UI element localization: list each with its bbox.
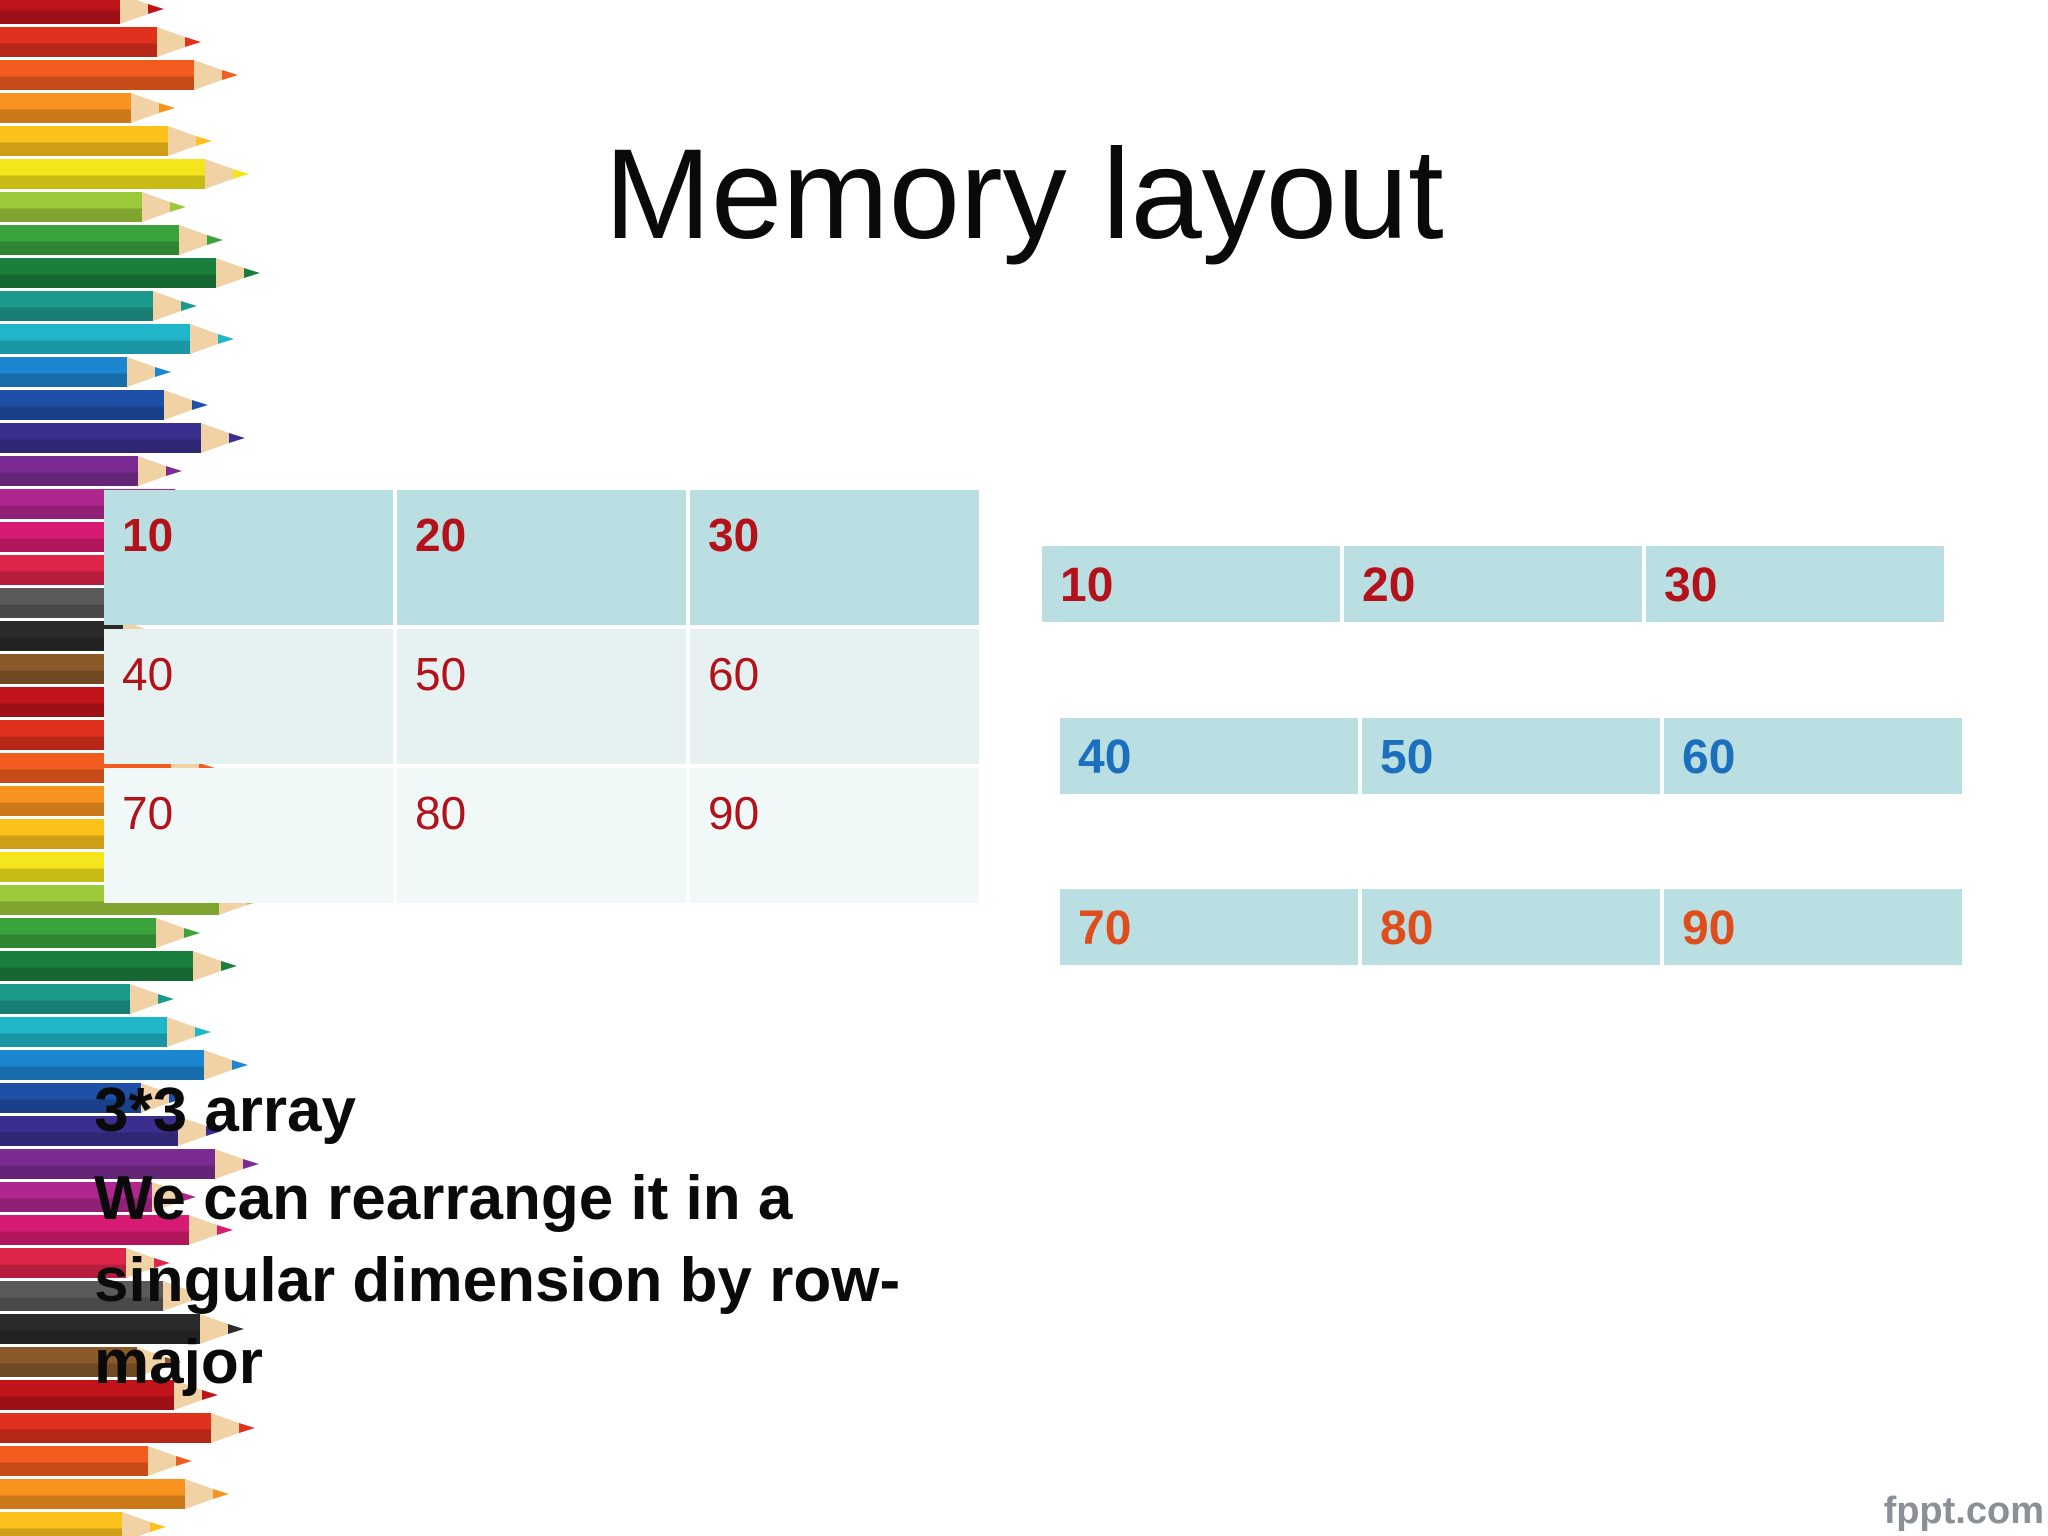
pencil-shape [0, 324, 234, 354]
table-cell: 60 [690, 629, 979, 764]
pencil-shape [0, 1314, 244, 1344]
table-cell: 10 [104, 490, 393, 625]
slide-title: Memory layout [604, 123, 1444, 266]
pencil-shape [0, 1182, 196, 1212]
pencil-shape [0, 192, 186, 222]
pencil-shape [0, 1017, 211, 1047]
strip-cell: 70 [1060, 889, 1358, 965]
footer-watermark: fppt.com [1883, 1490, 2044, 1532]
strip-cell: 50 [1362, 718, 1660, 794]
pencil-shape [0, 1116, 222, 1146]
table-row: 70 80 90 [104, 768, 979, 903]
table-cell: 70 [104, 768, 393, 903]
table-cell: 90 [690, 768, 979, 903]
strip-cell: 20 [1344, 546, 1642, 622]
pencil-shape [0, 1248, 170, 1278]
pencil-shape [0, 93, 175, 123]
array-3x3-table: 10 20 30 40 50 60 70 80 90 [100, 486, 983, 907]
table-cell: 50 [397, 629, 686, 764]
pencil-shape [0, 390, 208, 420]
pencil-shape [0, 27, 201, 57]
strip-cell: 90 [1664, 889, 1962, 965]
table-cell: 20 [397, 490, 686, 625]
pencil-shape [0, 423, 245, 453]
pencil-shape [0, 951, 237, 981]
pencil-shape [0, 1281, 207, 1311]
pencil-shape [0, 1380, 218, 1410]
pencil-shape [0, 984, 174, 1014]
pencil-shape [0, 1347, 181, 1377]
row-major-strip-2: 40 50 60 [1060, 718, 1962, 794]
pencil-shape [0, 918, 200, 948]
row-major-strip-3: 70 80 90 [1060, 889, 1962, 965]
caption-line-1: 3*3 array [94, 1076, 357, 1145]
pencil-shape [0, 1413, 255, 1443]
table-row: 40 50 60 [104, 629, 979, 764]
pencil-shape [0, 1083, 185, 1113]
strip-cell: 80 [1362, 889, 1660, 965]
table-row: 10 20 30 [104, 490, 979, 625]
pencil-shape [0, 1149, 259, 1179]
pencil-shape [0, 1215, 233, 1245]
table-cell: 40 [104, 629, 393, 764]
pencil-shape [0, 1512, 166, 1536]
strip-cell: 40 [1060, 718, 1358, 794]
table-cell: 80 [397, 768, 686, 903]
pencil-shape [0, 225, 223, 255]
pencil-shape [0, 258, 260, 288]
pencil-shape [0, 0, 164, 24]
pencil-shape [0, 159, 249, 189]
pencil-shape [0, 60, 238, 90]
caption-line-2: We can rearrange it in a singular dimens… [94, 1164, 901, 1397]
strip-cell: 10 [1042, 546, 1340, 622]
strip-cell: 30 [1646, 546, 1944, 622]
row-major-strip-1: 10 20 30 [1042, 546, 1944, 622]
pencil-shape [0, 126, 212, 156]
pencil-shape [0, 456, 182, 486]
table-cell: 30 [690, 490, 979, 625]
strip-cell: 60 [1664, 718, 1962, 794]
pencil-shape [0, 1050, 248, 1080]
pencil-shape [0, 1479, 229, 1509]
pencil-shape [0, 357, 171, 387]
caption-text: 3*3 array We can rearrange it in a singu… [94, 1070, 1024, 1404]
pencil-shape [0, 1446, 192, 1476]
pencil-shape [0, 291, 197, 321]
